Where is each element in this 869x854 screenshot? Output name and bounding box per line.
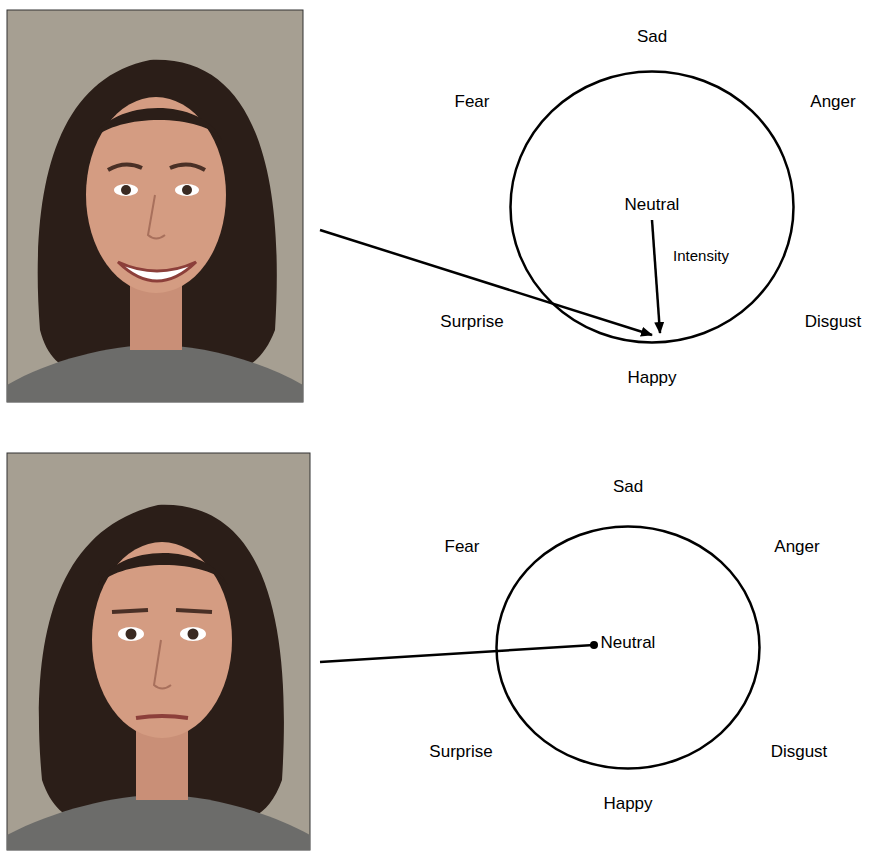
- emotion-label: Disgust: [771, 742, 828, 762]
- center-label: Neutral: [599, 633, 658, 653]
- emotion-label: Surprise: [440, 312, 503, 332]
- center-label: Neutral: [623, 195, 682, 215]
- emotion-label: Fear: [455, 92, 490, 112]
- emotion-circle: Neutral: [495, 525, 761, 770]
- emotion-label: Surprise: [429, 742, 492, 762]
- emotion-circle: NeutralIntensity: [509, 70, 795, 344]
- emotion-label: Sad: [637, 27, 667, 47]
- emotion-label: Happy: [627, 368, 676, 388]
- emotion-label: Anger: [810, 92, 855, 112]
- emotion-label: Anger: [774, 537, 819, 557]
- emotion-label: Disgust: [805, 312, 862, 332]
- face-photo: [7, 453, 310, 850]
- pointer-arrow: [320, 220, 660, 662]
- axis-label: Intensity: [671, 247, 731, 265]
- emotion-label: Fear: [445, 537, 480, 557]
- face-photo: [7, 10, 303, 402]
- emotion-label: Happy: [603, 794, 652, 814]
- emotion-label: Sad: [613, 477, 643, 497]
